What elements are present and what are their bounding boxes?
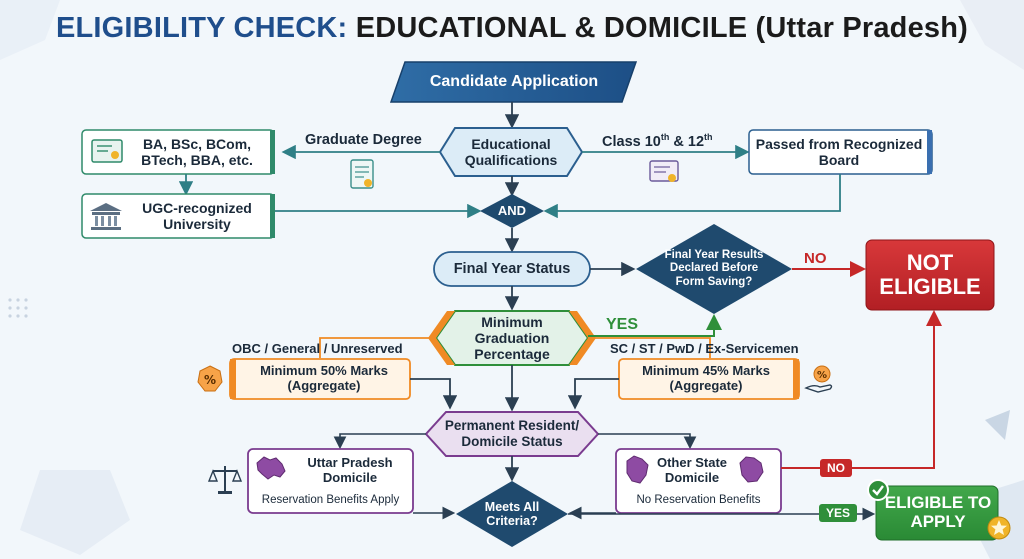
percent-badge-icon: % xyxy=(197,365,223,392)
star-badge-icon xyxy=(987,516,1011,540)
minimum-50-box: Minimum 50% Marks (Aggregate) xyxy=(260,363,388,393)
title-part2: EDUCATIONAL & DOMICILE (Uttar Pradesh) xyxy=(355,12,969,44)
domicile-status-node: Permanent Resident/ Domicile Status xyxy=(444,418,580,449)
up-domicile-title: Uttar Pradesh Domicile xyxy=(307,455,393,485)
svg-text:%: % xyxy=(817,370,827,381)
yes-badge: YES xyxy=(819,504,858,522)
no-badge: NO xyxy=(820,459,852,477)
sc-st-label: SC / ST / PwD / Ex-Servicemen xyxy=(610,341,799,356)
other-state-domicile-title: Other State Domicile xyxy=(656,455,728,485)
recognized-board-box: Passed from Recognized Board xyxy=(755,135,923,168)
other-benefits-text: No Reservation Benefits xyxy=(636,494,761,507)
university-building-icon xyxy=(90,203,122,230)
candidate-application-shape xyxy=(389,61,638,103)
obc-general-label: OBC / General / Unreserved xyxy=(232,341,403,356)
title-part1: ELIGIBILITY CHECK: xyxy=(55,12,348,44)
meets-all-criteria-decision: Meets All Criteria? xyxy=(484,499,540,528)
no-label: NO xyxy=(804,250,827,267)
eligible-to-apply-node: ELIGIBLE TO APPLY xyxy=(884,493,992,531)
yes-label: YES xyxy=(606,316,639,333)
degrees-box: BA, BSc, BCom, BTech, BBA, etc. xyxy=(141,135,253,168)
and-node: AND xyxy=(497,202,527,218)
diploma-icon xyxy=(350,159,374,189)
educational-qualifications-node: Educational Qualifications xyxy=(464,135,558,168)
final-year-status-node: Final Year Status xyxy=(453,260,571,277)
page-title: ELIGIBILITY CHECK: EDUCATIONAL & DOMICIL… xyxy=(0,12,1024,45)
scales-justice-icon xyxy=(208,466,242,494)
check-circle-icon xyxy=(867,479,889,501)
up-benefits-text: Reservation Benefits Apply xyxy=(261,494,400,507)
hand-percent-icon: % xyxy=(804,365,833,393)
up-map-icon xyxy=(256,456,286,480)
results-declared-decision: Final Year Results Declared Before Form … xyxy=(664,249,764,288)
graduate-degree-label: Graduate Degree xyxy=(305,132,422,148)
ugc-university-box: UGC-recognized University xyxy=(142,199,252,232)
state-map-icon xyxy=(739,456,764,483)
certificate-icon xyxy=(91,139,123,163)
svg-text:%: % xyxy=(204,373,216,387)
class-10-12-label: Class 10th & 12th xyxy=(602,132,713,150)
minimum-graduation-node: Minimum Graduation Percentage xyxy=(474,313,550,363)
not-eligible-node: NOT ELIGIBLE xyxy=(879,249,981,299)
certificate-icon xyxy=(649,160,679,182)
candidate-application-node: Candidate Application xyxy=(429,72,599,90)
state-map-icon xyxy=(626,455,649,484)
minimum-45-box: Minimum 45% Marks (Aggregate) xyxy=(642,363,770,393)
